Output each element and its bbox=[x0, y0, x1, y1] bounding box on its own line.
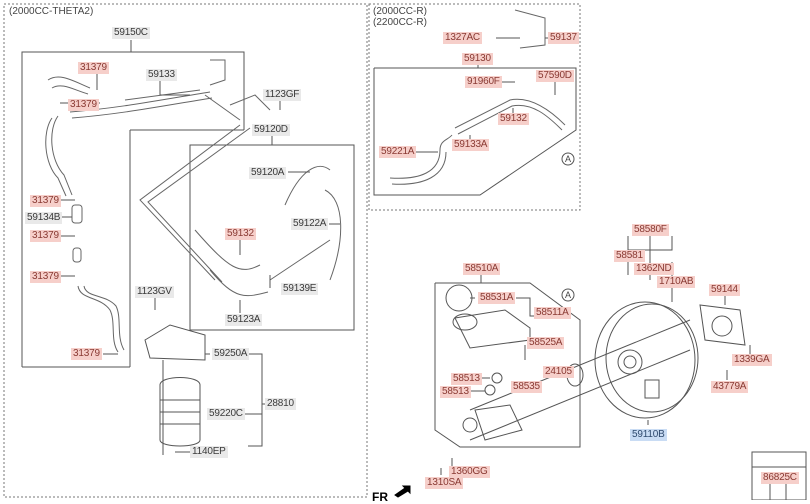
part-label-58510a[interactable]: 58510A bbox=[463, 263, 501, 275]
part-label-59221a[interactable]: 59221A bbox=[379, 146, 417, 158]
part-label-58511a[interactable]: 58511A bbox=[534, 307, 571, 319]
part-label-1123gf: 1123GF bbox=[263, 89, 302, 101]
pipe-lines bbox=[139, 94, 342, 297]
part-label-58581[interactable]: 58581 bbox=[614, 250, 645, 262]
part-label-59133: 59133 bbox=[146, 69, 177, 81]
part-label-86825c[interactable]: 86825C bbox=[761, 472, 799, 484]
part-label-59137[interactable]: 59137 bbox=[548, 32, 579, 44]
part-label-59132[interactable]: 59132 bbox=[225, 228, 256, 240]
box-86825c bbox=[751, 451, 807, 500]
part-label-59120d: 59120D bbox=[252, 124, 290, 136]
vacuum-hoses-r bbox=[389, 9, 566, 185]
callout-a-bottom: A bbox=[565, 290, 572, 300]
part-label-1123gv: 1123GV bbox=[135, 286, 174, 298]
part-label-59220c: 59220C bbox=[207, 408, 245, 420]
part-label-31379[interactable]: 31379 bbox=[78, 62, 109, 74]
brake-booster bbox=[469, 301, 746, 441]
part-label-59132[interactable]: 59132 bbox=[498, 113, 529, 125]
front-direction-arrow-icon bbox=[394, 485, 411, 498]
master-cylinder bbox=[445, 284, 531, 441]
part-label-1339ga[interactable]: 1339GA bbox=[732, 354, 772, 366]
part-label-59120a: 59120A bbox=[249, 167, 287, 179]
part-label-31379[interactable]: 31379 bbox=[68, 99, 99, 111]
part-label-91960f[interactable]: 91960F bbox=[465, 76, 502, 88]
part-label-58535[interactable]: 58535 bbox=[511, 381, 542, 393]
part-label-31379[interactable]: 31379 bbox=[30, 271, 61, 283]
variant-note-theta2: (2000CC-THETA2) bbox=[9, 6, 94, 17]
part-label-1310sa[interactable]: 1310SA bbox=[425, 477, 464, 489]
part-label-31379[interactable]: 31379 bbox=[30, 195, 61, 207]
variant-note-2200cc-r: (2200CC-R) bbox=[373, 17, 427, 28]
part-label-58580f[interactable]: 58580F bbox=[632, 224, 669, 236]
part-label-59130[interactable]: 59130 bbox=[462, 53, 493, 65]
assembly-58510a-frame bbox=[434, 282, 581, 448]
part-label-59110b[interactable]: 59110B bbox=[630, 429, 667, 441]
variant-note-2000cc-r: (2000CC-R) bbox=[373, 6, 427, 17]
part-label-1362nd[interactable]: 1362ND bbox=[634, 263, 674, 275]
callout-a-top: A bbox=[565, 154, 572, 164]
part-label-59134b: 59134B bbox=[25, 212, 63, 224]
part-label-59250a: 59250A bbox=[212, 348, 250, 360]
part-label-28810: 28810 bbox=[265, 398, 296, 410]
part-label-1140ep: 1140EP bbox=[190, 446, 228, 458]
part-label-59139e: 59139E bbox=[281, 283, 319, 295]
part-label-59144[interactable]: 59144 bbox=[709, 284, 740, 296]
theta2-group-frame bbox=[3, 3, 368, 498]
part-label-31379[interactable]: 31379 bbox=[71, 348, 102, 360]
assembly-59130-frame bbox=[373, 67, 577, 196]
part-label-31379[interactable]: 31379 bbox=[30, 230, 61, 242]
canister bbox=[144, 324, 206, 455]
part-label-1360gg[interactable]: 1360GG bbox=[449, 466, 490, 478]
part-label-59150c: 59150C bbox=[112, 27, 150, 39]
part-label-59133a[interactable]: 59133A bbox=[452, 139, 490, 151]
assembly-59150c-frame bbox=[21, 51, 245, 367]
part-label-58513[interactable]: 58513 bbox=[451, 373, 482, 385]
part-label-58513[interactable]: 58513 bbox=[440, 386, 471, 398]
part-label-58525a[interactable]: 58525A bbox=[527, 337, 565, 349]
part-label-58531a[interactable]: 58531A bbox=[478, 292, 516, 304]
part-label-59122a: 59122A bbox=[291, 218, 329, 230]
part-label-43779a[interactable]: 43779A bbox=[711, 381, 749, 393]
vacuum-hoses-theta2 bbox=[45, 59, 241, 353]
front-direction-label: FR bbox=[372, 490, 388, 504]
part-label-57590d[interactable]: 57590D bbox=[536, 70, 574, 82]
part-label-59123a: 59123A bbox=[225, 314, 263, 326]
part-label-1327ac[interactable]: 1327AC bbox=[443, 32, 482, 44]
part-label-1710ab[interactable]: 1710AB bbox=[657, 276, 696, 288]
part-label-24105[interactable]: 24105 bbox=[543, 366, 574, 378]
r-engine-group-frame bbox=[368, 3, 581, 211]
